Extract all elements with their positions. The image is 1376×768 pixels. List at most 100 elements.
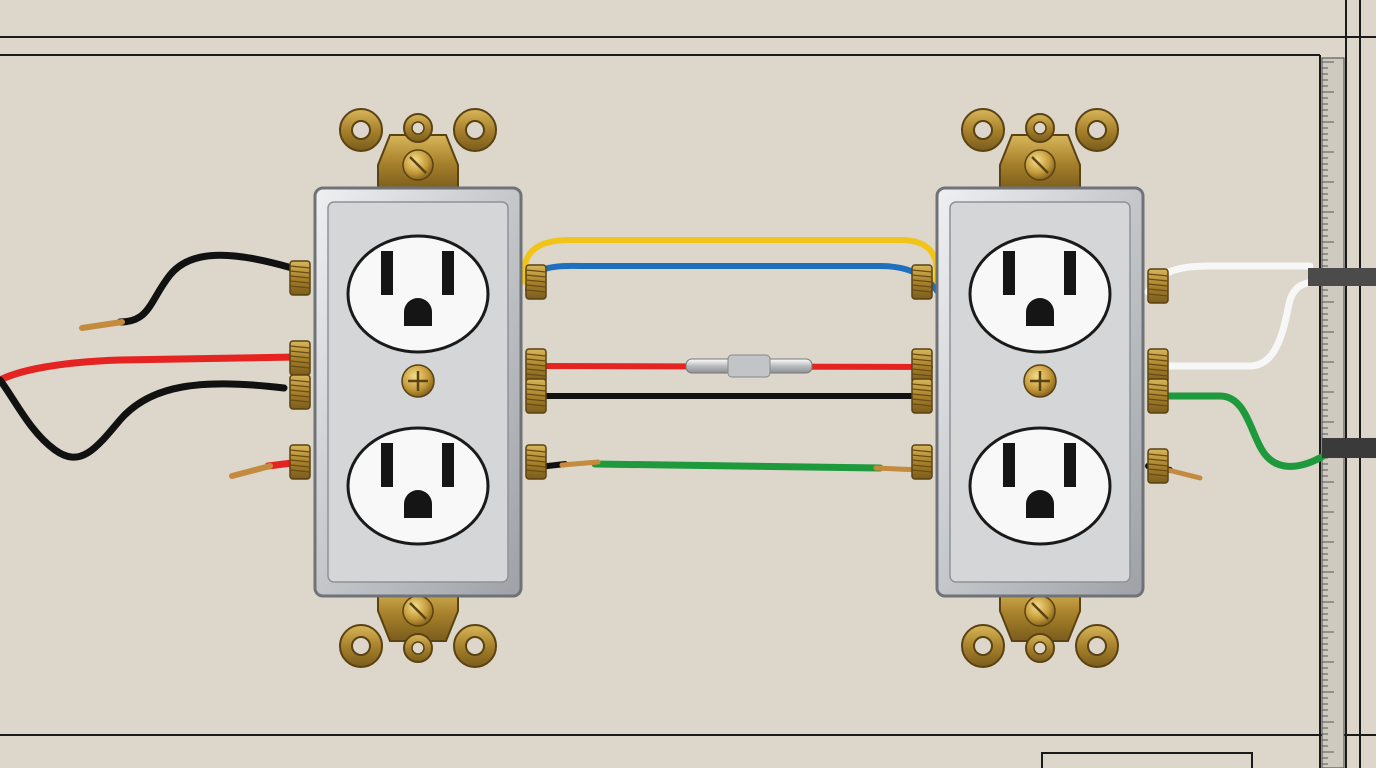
terminal-screw — [525, 348, 547, 384]
terminal-thread — [289, 285, 311, 289]
yoke-ear-right-hole — [1087, 120, 1107, 140]
slot-neutral — [381, 443, 393, 487]
slot-hot — [1064, 251, 1076, 295]
terminal-thread — [1147, 458, 1169, 462]
terminal-screw — [289, 260, 311, 296]
ground-hole — [404, 490, 432, 518]
mounting-yoke-top — [961, 108, 1119, 191]
terminal-thread — [1147, 388, 1169, 392]
terminal-thread — [1147, 393, 1169, 397]
ground-hole — [404, 298, 432, 326]
slot-neutral — [1003, 251, 1015, 295]
terminal-screw — [1147, 448, 1169, 484]
terminal-thread — [911, 459, 933, 463]
yoke-lug-hole — [411, 641, 425, 655]
terminal-thread — [911, 398, 933, 402]
terminal-thread — [1147, 368, 1169, 372]
terminal-thread — [525, 469, 547, 473]
terminal-thread — [1147, 453, 1169, 457]
terminal-thread — [911, 393, 933, 397]
terminal-thread — [525, 284, 547, 288]
terminal-thread — [289, 459, 311, 463]
terminal-thread — [525, 363, 547, 367]
yoke-ear-left-hole — [973, 636, 993, 656]
terminal-screw — [1147, 268, 1169, 304]
terminal-thread — [525, 373, 547, 377]
wire-left-red-stub-copper — [229, 463, 273, 479]
terminal-thread — [1147, 353, 1169, 357]
terminal-thread — [1147, 463, 1169, 467]
yoke-lug-hole — [1033, 121, 1047, 135]
terminal-thread — [525, 393, 547, 397]
terminal-thread — [1147, 363, 1169, 367]
slot-neutral — [1003, 443, 1015, 487]
ground-hole — [1026, 490, 1054, 518]
receptacle-right — [911, 108, 1169, 668]
yoke-ear-right-hole — [465, 120, 485, 140]
terminal-thread — [1147, 373, 1169, 377]
outlet-top — [968, 234, 1112, 354]
yoke-lug-hole — [411, 121, 425, 135]
terminal-thread — [525, 358, 547, 362]
terminal-thread — [289, 384, 311, 388]
terminal-thread — [289, 379, 311, 383]
terminal-screw — [289, 444, 311, 480]
wire-jumper-green — [591, 460, 884, 472]
ruler-strip — [1321, 57, 1345, 768]
terminal-thread — [911, 353, 933, 357]
terminal-screw — [289, 340, 311, 376]
wire-left-black-loop — [0, 376, 288, 461]
terminal-thread — [1147, 473, 1169, 477]
terminal-thread — [1147, 288, 1169, 292]
terminal-thread — [911, 368, 933, 372]
terminal-thread — [911, 358, 933, 362]
wire-right-green-out — [1160, 392, 1329, 470]
terminal-thread — [289, 464, 311, 468]
terminal-thread — [289, 394, 311, 398]
terminal-thread — [289, 355, 311, 359]
terminal-thread — [911, 388, 933, 392]
outlet-face — [346, 426, 490, 546]
terminal-thread — [289, 345, 311, 349]
terminal-thread — [911, 289, 933, 293]
outlet-bottom — [968, 426, 1112, 546]
terminal-screw — [525, 264, 547, 300]
inline-fuse — [685, 354, 813, 378]
terminal-thread — [911, 279, 933, 283]
terminal-thread — [525, 279, 547, 283]
terminal-screw — [525, 378, 547, 414]
terminal-thread — [525, 459, 547, 463]
outlet-face — [968, 426, 1112, 546]
wire-right-black-stub-copper — [1165, 467, 1203, 481]
screw-slot — [1031, 156, 1049, 174]
terminal-thread — [911, 363, 933, 367]
terminal-thread — [289, 449, 311, 453]
outlet-bottom — [346, 426, 490, 546]
terminal-thread — [525, 274, 547, 278]
terminal-thread — [911, 403, 933, 407]
terminal-thread — [289, 454, 311, 458]
receptacle-left — [289, 108, 547, 668]
terminal-thread — [911, 373, 933, 377]
outlet-face — [968, 234, 1112, 354]
mounting-yoke-bottom — [339, 585, 497, 668]
terminal-screw — [1147, 378, 1169, 414]
terminal-thread — [525, 269, 547, 273]
terminal-thread — [911, 469, 933, 473]
yoke-ear-left-hole — [973, 120, 993, 140]
terminal-thread — [525, 454, 547, 458]
yoke-ear-left-hole — [351, 636, 371, 656]
cable-jacket-bottom — [1322, 438, 1376, 458]
terminal-screw — [911, 444, 933, 480]
terminal-screw — [911, 264, 933, 300]
yoke-ear-right-hole — [1087, 636, 1107, 656]
terminal-thread — [289, 265, 311, 269]
terminal-thread — [289, 280, 311, 284]
terminal-thread — [911, 269, 933, 273]
cable-jacket-top — [1308, 268, 1376, 286]
terminal-screw — [289, 374, 311, 410]
terminal-thread — [1147, 403, 1169, 407]
terminal-thread — [1147, 293, 1169, 297]
